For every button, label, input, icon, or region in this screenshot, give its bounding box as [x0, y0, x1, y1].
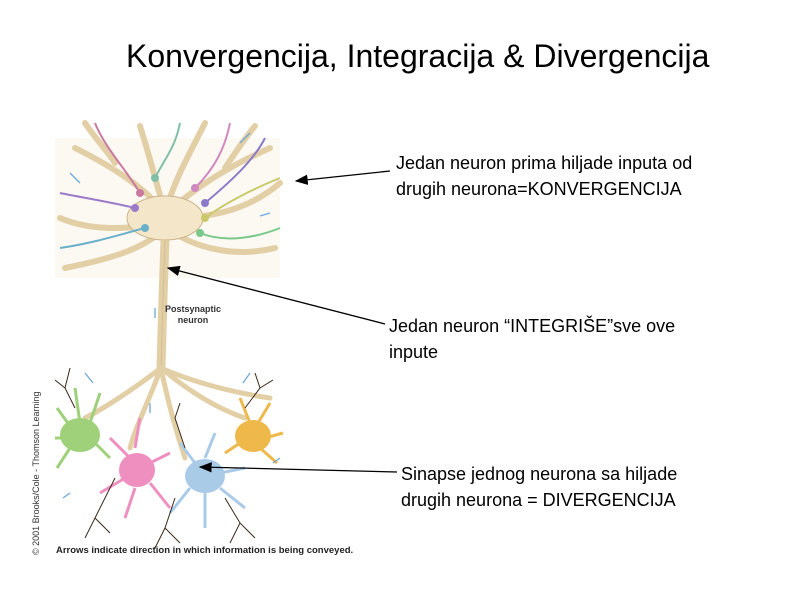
divergence-line-1: Sinapse jednog neurona sa hiljade — [401, 464, 678, 484]
neuron-illustration — [55, 120, 284, 549]
input-fibers — [59, 122, 281, 249]
convergence-line-1: Jedan neuron prima hiljade inputa od — [396, 153, 693, 173]
divergence-line-2: drugih neurona = DIVERGENCIJA — [401, 490, 676, 510]
figure-caption: Arrows indicate direction in which infor… — [56, 545, 354, 556]
divergence-annotation: Sinapse jednog neurona sa hiljade drugih… — [401, 461, 781, 513]
convergence-annotation: Jedan neuron prima hiljade inputa od dru… — [396, 150, 776, 202]
integration-arrow — [166, 265, 386, 325]
integration-line-2: inpute — [389, 342, 439, 362]
label-line-2: neuron — [177, 315, 209, 325]
slide-title: Konvergencija, Integracija & Divergencij… — [126, 38, 710, 74]
green-neuron — [55, 387, 112, 469]
convergence-line-2: drugih neurona=KONVERGENCIJA — [396, 179, 682, 199]
blue-neuron — [168, 432, 246, 528]
orange-neuron — [224, 397, 284, 465]
integration-line-1: Jedan neuron “INTEGRIŠE”sve ove — [389, 316, 676, 336]
direction-arrows — [62, 132, 281, 499]
label-line-1: Postsynaptic — [164, 304, 222, 314]
pink-neuron — [99, 417, 172, 519]
synaptic-knobs — [131, 174, 209, 237]
dark-branches — [55, 367, 274, 549]
postsynaptic-neuron-label: Postsynaptic neuron — [151, 304, 235, 326]
divergence-arrow — [198, 462, 398, 473]
integration-annotation: Jedan neuron “INTEGRIŠE”sve ove inpute — [389, 313, 769, 365]
neuron-figure: Postsynaptic neuron — [55, 118, 295, 568]
convergence-arrow — [294, 170, 391, 185]
